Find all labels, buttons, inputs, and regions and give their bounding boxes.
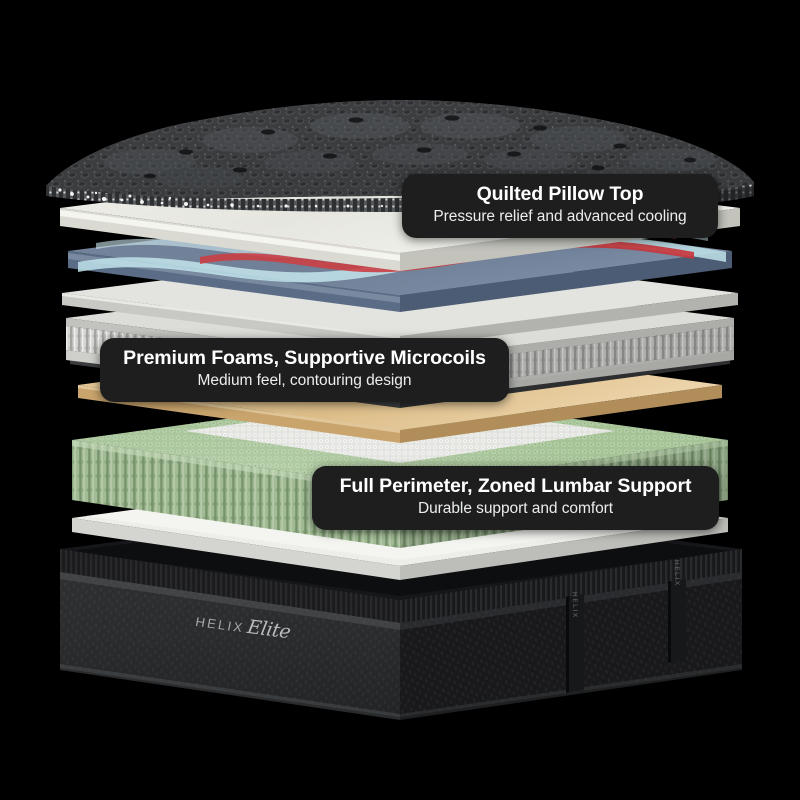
callout-premium-foams-microcoils: Premium Foams, Supportive Microcoils Med… [100, 338, 509, 402]
callout-zoned-lumbar-support: Full Perimeter, Zoned Lumbar Support Dur… [312, 466, 719, 530]
callout-title: Quilted Pillow Top [476, 183, 644, 205]
callout-title: Premium Foams, Supportive Microcoils [123, 347, 486, 369]
callout-title: Full Perimeter, Zoned Lumbar Support [339, 475, 692, 497]
callout-quilted-pillow-top: Quilted Pillow Top Pressure relief and a… [402, 174, 718, 238]
callout-subtitle: Pressure relief and advanced cooling [433, 208, 687, 225]
callout-subtitle: Durable support and comfort [417, 500, 614, 517]
callout-subtitle: Medium feel, contouring design [197, 372, 412, 389]
